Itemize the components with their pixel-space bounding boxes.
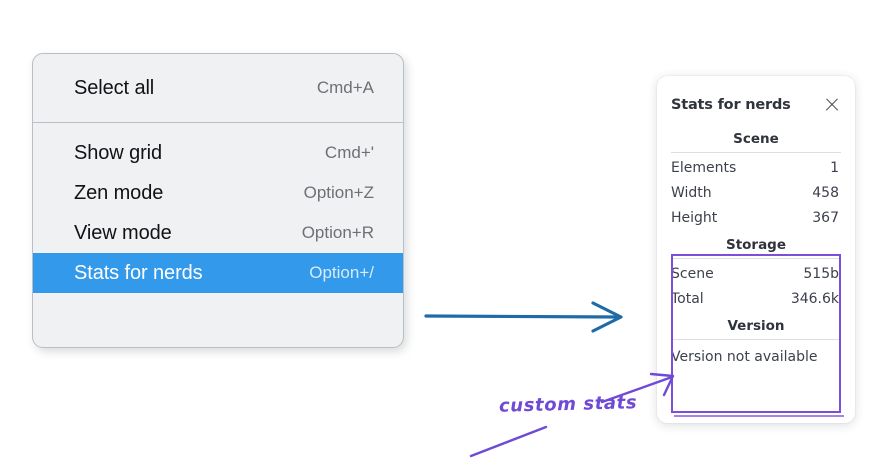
menu-separator: [33, 122, 403, 123]
menu-item-zen-mode[interactable]: Zen mode Option+Z: [33, 173, 403, 213]
menu-item-shortcut: Cmd+A: [316, 78, 374, 97]
stats-row-value: 1: [830, 160, 839, 176]
stats-row-value: 515b: [803, 266, 839, 282]
annotation-label-custom-stats: custom stats: [498, 392, 638, 417]
menu-item-label: View mode: [74, 221, 172, 244]
stats-panel-title: Stats for nerds: [671, 97, 791, 113]
menu-group-top: Select all Cmd+A: [33, 54, 403, 122]
section-rule: [671, 152, 841, 153]
stats-row-label: Scene: [671, 266, 714, 282]
menu-bottom-padding: [33, 293, 403, 307]
stats-row-storage-total: Total 346.6k: [671, 287, 841, 312]
menu-item-label: Select all: [74, 76, 155, 99]
section-rule: [671, 339, 841, 340]
section-title-version: Version: [727, 318, 785, 334]
stats-row-value: 346.6k: [790, 291, 839, 307]
stats-row-value: 458: [812, 185, 839, 201]
close-icon[interactable]: [823, 96, 841, 114]
stats-row-elements: Elements 1: [671, 156, 841, 181]
stats-row-value: 367: [812, 210, 839, 226]
menu-group-main: Show grid Cmd+' Zen mode Option+Z View m…: [33, 123, 403, 307]
menu-item-label: Stats for nerds: [74, 261, 203, 284]
stats-row-width: Width 458: [671, 181, 841, 206]
stats-row-height: Height 367: [671, 206, 841, 231]
menu-item-select-all[interactable]: Select all Cmd+A: [33, 68, 403, 108]
menu-item-shortcut: Option+Z: [303, 183, 374, 202]
stats-row-label: Total: [671, 291, 704, 307]
stats-row-storage-scene: Scene 515b: [671, 262, 841, 287]
section-title-scene: Scene: [733, 131, 779, 147]
menu-item-label: Zen mode: [74, 181, 164, 204]
stats-row-label: Height: [671, 210, 718, 226]
stats-panel-body: Scene Elements 1 Width 458 Height 367 St…: [671, 125, 841, 367]
section-rule: [671, 258, 841, 259]
stats-row-label: Width: [671, 185, 712, 201]
menu-item-label: Show grid: [74, 141, 163, 164]
purple-underline-annotation: [469, 425, 548, 458]
menu-item-view-mode[interactable]: View mode Option+R: [33, 213, 403, 253]
version-not-available-text: Version not available: [671, 349, 818, 365]
custom-stats-highlight-box-shadow: [674, 415, 844, 417]
menu-item-shortcut: Option+R: [301, 223, 374, 242]
stats-row-label: Elements: [671, 160, 737, 176]
stats-panel-header: Stats for nerds: [671, 76, 841, 125]
menu-item-shortcut: Option+/: [309, 263, 374, 282]
stats-for-nerds-panel: Stats for nerds Scene Elements 1 Width 4…: [657, 76, 855, 423]
menu-item-show-grid[interactable]: Show grid Cmd+': [33, 133, 403, 173]
menu-item-shortcut: Cmd+': [324, 143, 374, 162]
context-menu[interactable]: Select all Cmd+A Show grid Cmd+' Zen mod…: [32, 53, 404, 348]
menu-item-stats-for-nerds[interactable]: Stats for nerds Option+/: [33, 253, 403, 293]
blue-arrow-annotation: [424, 301, 623, 333]
section-title-storage: Storage: [725, 237, 787, 253]
